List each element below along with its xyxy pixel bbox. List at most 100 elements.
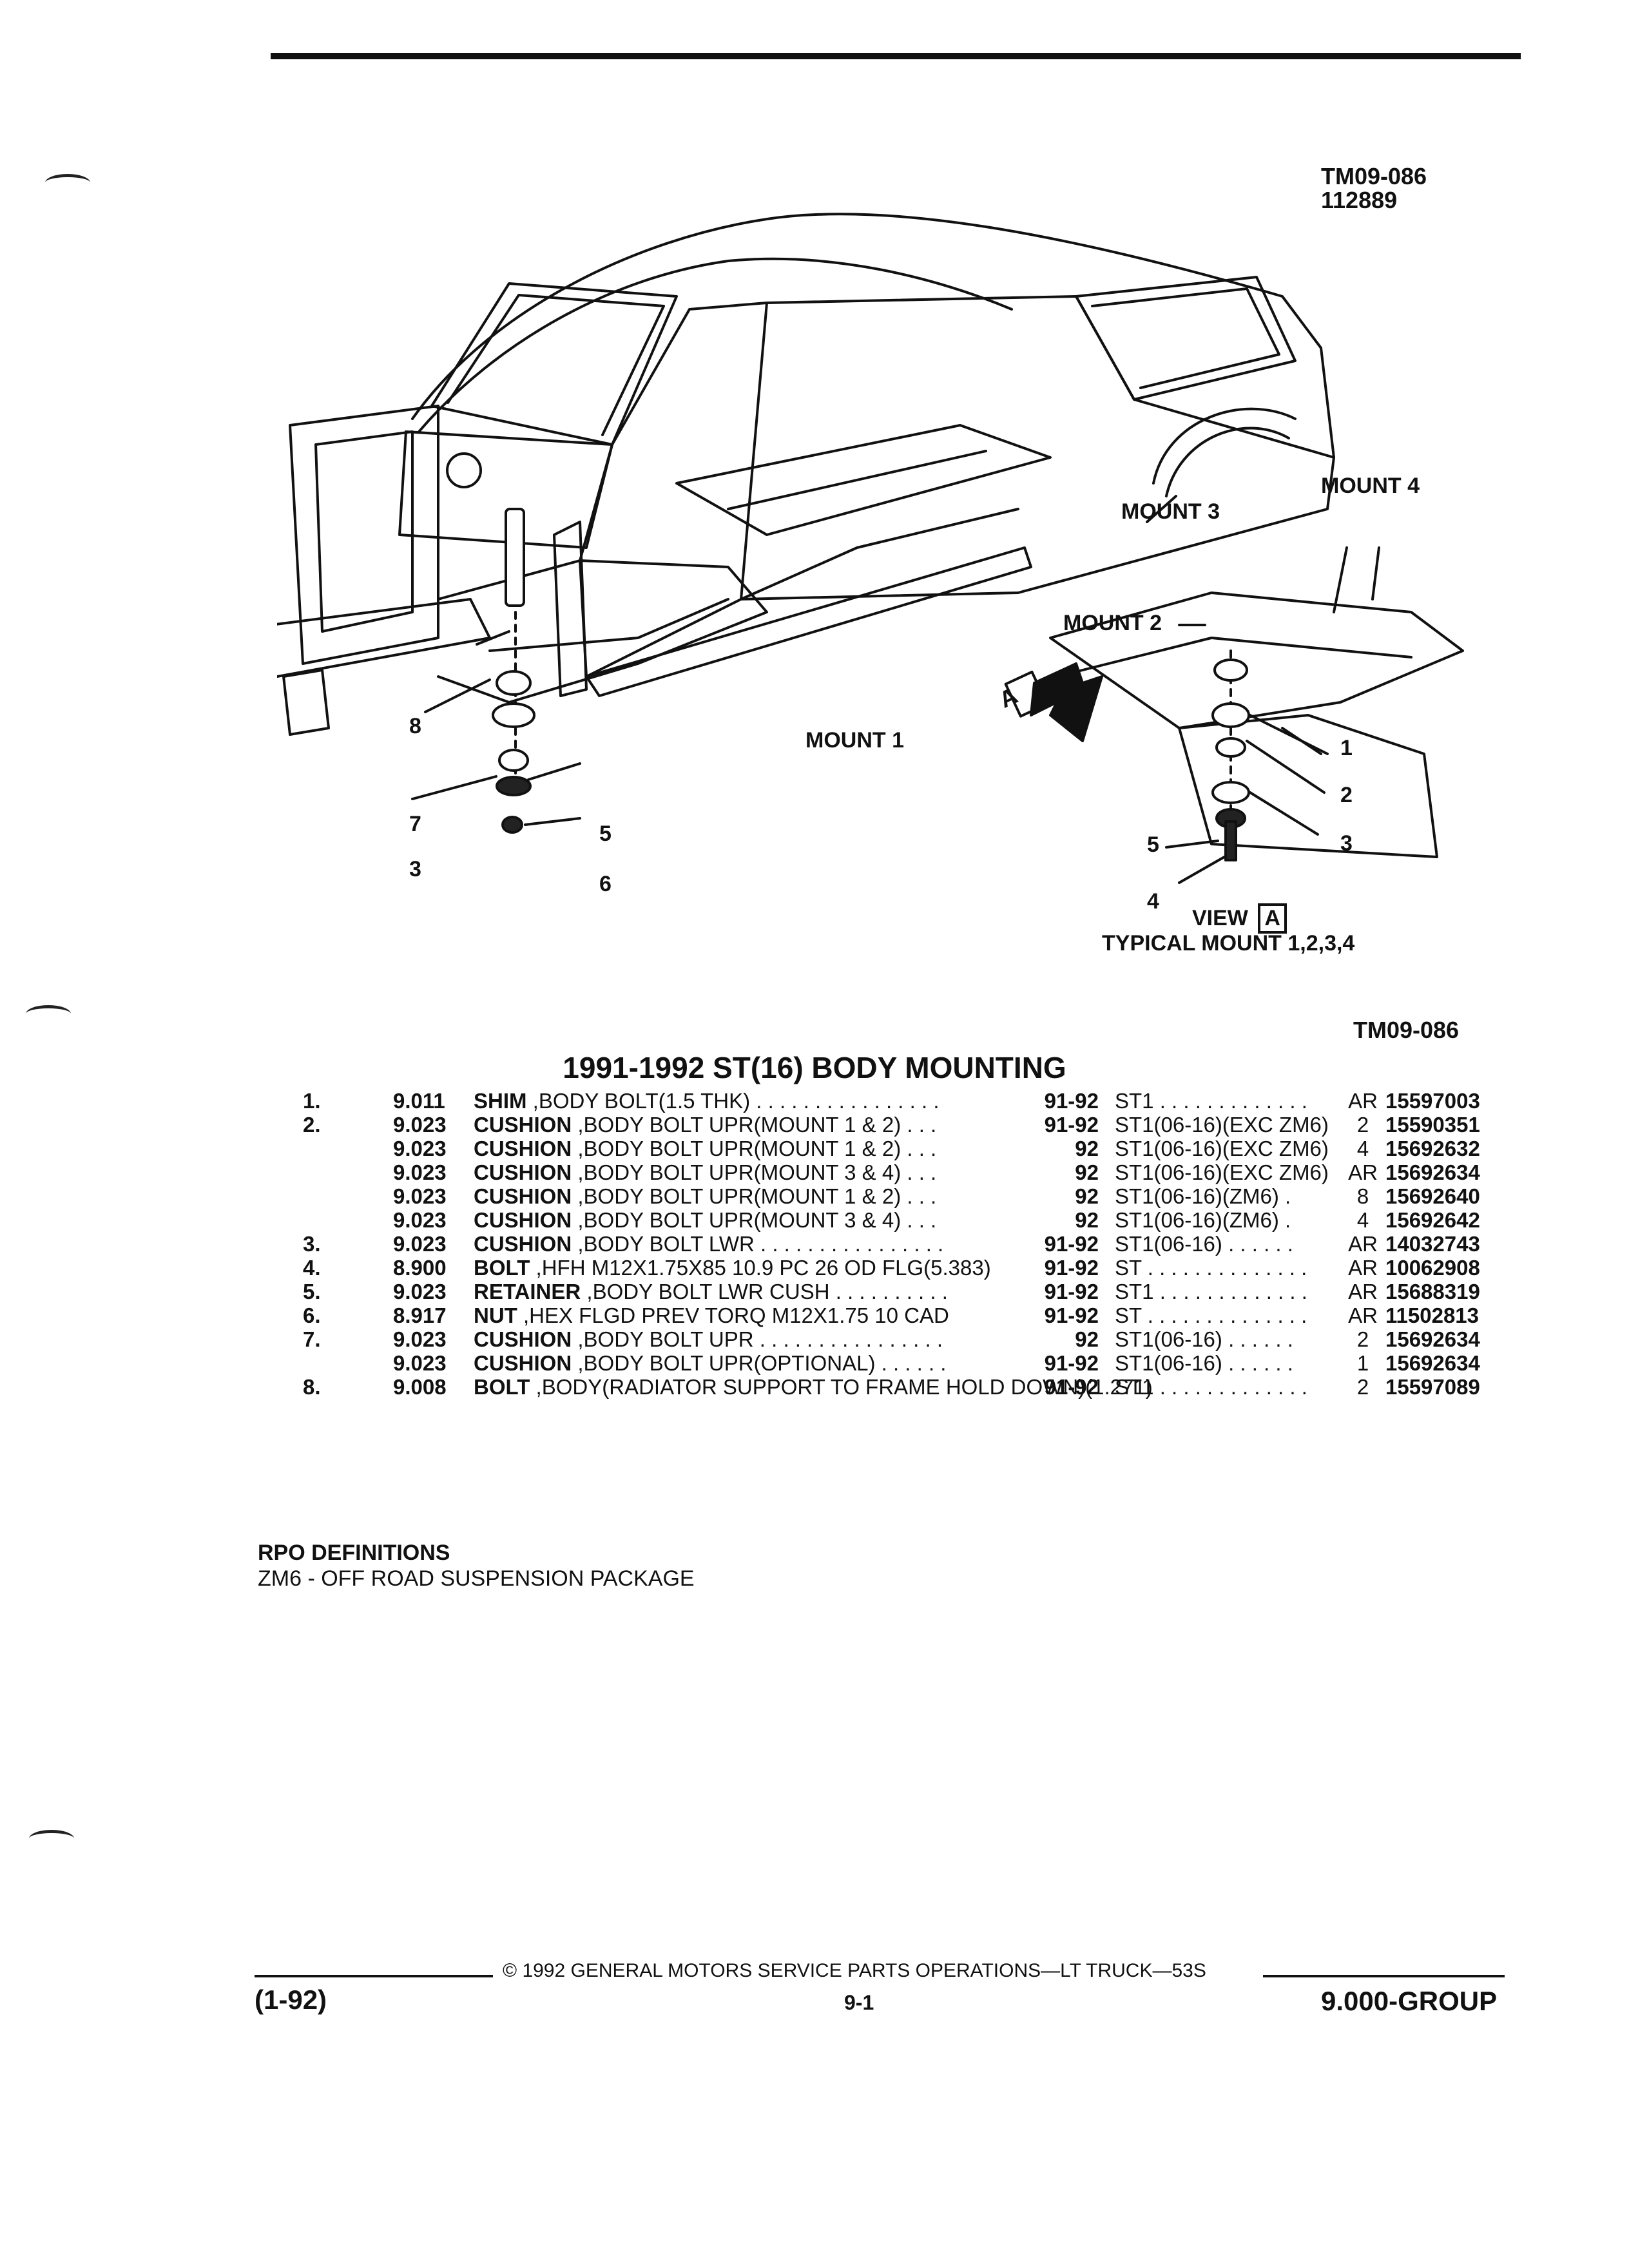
callout-7: 7 — [409, 812, 421, 836]
right-mount-stack — [1165, 649, 1329, 884]
part-detail: ,BODY BOLT UPR(MOUNT 1 & 2) . . . — [572, 1184, 937, 1208]
item-number: 7. — [303, 1327, 321, 1351]
part-description: CUSHION ,BODY BOLT LWR . . . . . . . . .… — [474, 1232, 1015, 1256]
application: ST1(06-16)(ZM6) . — [1115, 1208, 1291, 1232]
part-name: RETAINER — [474, 1280, 581, 1303]
group-number: 8.917 — [393, 1303, 447, 1327]
quantity: 2 — [1356, 1113, 1369, 1137]
part-number: 10062908 — [1385, 1256, 1480, 1280]
part-number: 15597003 — [1385, 1089, 1480, 1113]
mount-2-label: MOUNT 2 — [1063, 611, 1162, 635]
item-number: 3. — [303, 1232, 321, 1256]
group-number: 9.023 — [393, 1113, 447, 1137]
part-name: CUSHION — [474, 1232, 572, 1256]
group-number: 9.023 — [393, 1232, 447, 1256]
footer-date-code: (1-92) — [255, 1984, 327, 2015]
application: ST1 . . . . . . . . . . . . . — [1115, 1089, 1307, 1113]
part-name: SHIM — [474, 1089, 527, 1113]
part-description: CUSHION ,BODY BOLT UPR(MOUNT 1 & 2) . . … — [474, 1113, 1015, 1137]
quantity: AR — [1348, 1232, 1378, 1256]
item-number — [303, 1184, 393, 1208]
group-number: 9.023 — [393, 1327, 447, 1351]
part-description: CUSHION ,BODY BOLT UPR(MOUNT 1 & 2) . . … — [474, 1137, 1015, 1160]
quantity: 4 — [1356, 1208, 1369, 1232]
part-detail: ,BODY(RADIATOR SUPPORT TO FRAME HOLD DOW… — [530, 1375, 1153, 1399]
view-arrow-icon — [1030, 662, 1103, 742]
application: ST1(06-16)(ZM6) . — [1115, 1184, 1291, 1208]
part-number: 15692634 — [1385, 1327, 1480, 1351]
quantity: 4 — [1356, 1137, 1369, 1160]
part-description: BOLT ,BODY(RADIATOR SUPPORT TO FRAME HOL… — [474, 1375, 1153, 1399]
model-years: 91-92 — [1044, 1256, 1099, 1280]
frame-bracket — [553, 521, 588, 697]
wheel-arch — [1152, 407, 1296, 485]
callout-5: 5 — [599, 822, 612, 846]
callout-3: 3 — [409, 857, 421, 881]
part-description: CUSHION ,BODY BOLT UPR(MOUNT 3 & 4) . . … — [474, 1160, 1015, 1184]
part-detail: ,BODY BOLT UPR(MOUNT 3 & 4) . . . — [572, 1160, 937, 1184]
item-number — [303, 1351, 393, 1375]
part-detail: ,BODY BOLT LWR CUSH . . . . . . . . . . — [581, 1280, 948, 1303]
table-row: 7. 9.023 CUSHION ,BODY BOLT UPR . . . . . … — [303, 1327, 1514, 1351]
callout-2: 2 — [1340, 783, 1353, 807]
quantity: 2 — [1356, 1327, 1369, 1351]
part-name: CUSHION — [474, 1184, 572, 1208]
top-rule — [271, 53, 1521, 59]
group-number: 9.023 — [393, 1137, 447, 1160]
part-detail: ,BODY BOLT UPR(MOUNT 1 & 2) . . . — [572, 1137, 937, 1160]
model-years: 91-92 — [1044, 1232, 1099, 1256]
view-arrow-box — [1004, 670, 1048, 718]
rpo-heading: RPO DEFINITIONS — [258, 1541, 450, 1565]
table-row: 3. 9.023 CUSHION ,BODY BOLT LWR . . . . . … — [303, 1232, 1514, 1256]
model-years: 91-92 — [1044, 1351, 1099, 1375]
model-years: 92 — [1075, 1137, 1099, 1160]
application: ST . . . . . . . . . . . . . . — [1115, 1256, 1307, 1280]
item-number — [303, 1137, 393, 1160]
item-number — [303, 1208, 393, 1232]
part-detail: ,BODY BOLT UPR(MOUNT 1 & 2) . . . — [572, 1113, 937, 1137]
callout-6: 6 — [599, 872, 612, 896]
part-description: CUSHION ,BODY BOLT UPR . . . . . . . . .… — [474, 1327, 1015, 1351]
typical-mount-caption: TYPICAL MOUNT 1,2,3,4 — [1102, 931, 1355, 956]
footer-rule-left — [255, 1975, 493, 1977]
figure-code: TM09-086 — [1321, 163, 1427, 189]
quantity: 1 — [1356, 1351, 1369, 1375]
group-number: 9.023 — [393, 1351, 447, 1375]
radiator-support — [289, 405, 439, 665]
left-mount-stack — [411, 508, 581, 834]
model-years: 91-92 — [1044, 1375, 1099, 1399]
application: ST1 . . . . . . . . . . . . . — [1115, 1280, 1307, 1303]
part-name: CUSHION — [474, 1208, 572, 1232]
part-name: CUSHION — [474, 1137, 572, 1160]
part-name: CUSHION — [474, 1351, 572, 1375]
group-number: 9.023 — [393, 1160, 447, 1184]
part-name: CUSHION — [474, 1327, 572, 1351]
quantity: AR — [1348, 1089, 1378, 1113]
model-years: 92 — [1075, 1160, 1099, 1184]
rocker-panel — [585, 546, 1032, 697]
margin-mark — [45, 174, 90, 191]
table-row: 9.023 CUSHION ,BODY BOLT UPR(MOUNT 3 & 4)… — [303, 1160, 1514, 1184]
view-caption: VIEW A — [1192, 903, 1287, 934]
body-mounting-diagram: MOUNT 4 MOUNT 3 MOUNT 2 MOUNT 1 8 7 3 5 … — [269, 148, 1469, 986]
part-name: NUT — [474, 1303, 517, 1327]
callout-1: 1 — [1340, 736, 1353, 760]
part-number: 14032743 — [1385, 1232, 1480, 1256]
model-years: 91-92 — [1044, 1280, 1099, 1303]
application: ST1(06-16)(EXC ZM6) — [1115, 1137, 1329, 1160]
part-description: CUSHION ,BODY BOLT UPR(OPTIONAL) . . . .… — [474, 1351, 1015, 1375]
application: ST1(06-16) . . . . . . — [1115, 1232, 1293, 1256]
margin-mark — [26, 1005, 71, 1023]
item-number — [303, 1160, 393, 1184]
part-detail: ,BODY BOLT UPR . . . . . . . . . . . . .… — [572, 1327, 943, 1351]
quantity: 2 — [1356, 1375, 1369, 1399]
callout-4: 4 — [1147, 889, 1159, 914]
part-description: SHIM ,BODY BOLT(1.5 THK) . . . . . . . .… — [474, 1089, 1015, 1113]
figure-reference: TM09-086 — [1353, 1017, 1460, 1043]
